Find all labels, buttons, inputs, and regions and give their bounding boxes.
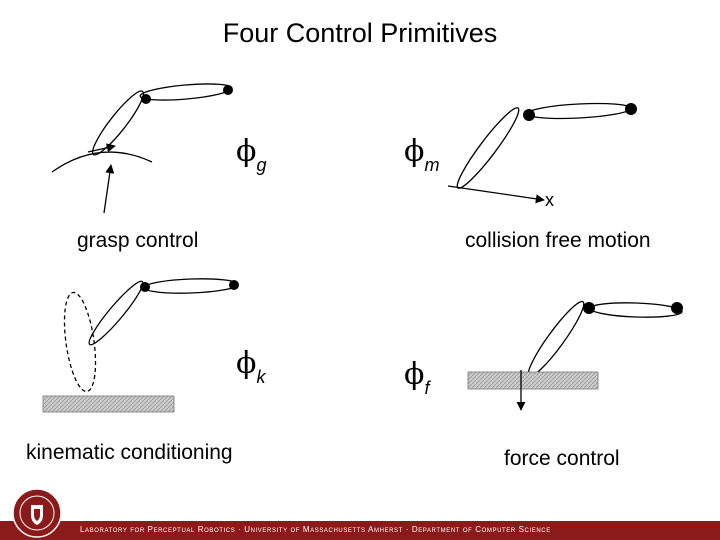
collision-free-motion-figure	[447, 102, 637, 204]
phi-g-symbol: ϕg	[236, 134, 267, 175]
wrist-joint	[671, 302, 683, 314]
kinematic-conditioning-figure	[42, 278, 239, 413]
normal-arrow	[103, 164, 115, 214]
contact-arrow	[87, 143, 116, 153]
phi-f-symbol: ϕf	[404, 357, 430, 398]
elbow-joint	[523, 109, 535, 121]
elbow-joint	[141, 94, 151, 104]
slide-title: Four Control Primitives	[222, 18, 498, 48]
elbow-joint	[140, 282, 150, 292]
footer-text: Laboratory for Perceptual Robotics · Uni…	[80, 525, 551, 534]
upper-arm-link	[88, 280, 144, 346]
footer-bar	[0, 521, 720, 540]
caption-force-control: force control	[504, 447, 620, 470]
forearm-link	[526, 102, 632, 120]
contact-surface	[467, 371, 599, 390]
support-surface	[42, 395, 175, 413]
grasp-control-figure	[51, 83, 233, 214]
axis-label-x: x	[545, 190, 554, 210]
manipulability-ellipse	[63, 291, 97, 393]
phi-k-symbol: ϕk	[236, 346, 266, 387]
upper-arm-link	[91, 90, 145, 156]
forearm-link	[139, 83, 233, 101]
upper-arm-link	[527, 300, 585, 378]
goal-arrow	[447, 185, 545, 204]
wrist-joint	[625, 103, 637, 115]
phi-m-symbol: ϕm	[404, 134, 440, 175]
upper-arm-link	[456, 107, 520, 189]
caption-grasp-control: grasp control	[77, 229, 199, 252]
wrist-joint	[229, 280, 239, 290]
university-seal-icon	[12, 488, 62, 538]
force-control-figure	[467, 300, 683, 411]
caption-kinematic-conditioning: kinematic conditioning	[26, 441, 233, 464]
forearm-link	[143, 278, 239, 294]
object-surface	[51, 151, 153, 173]
caption-collision-free-motion: collision free motion	[465, 229, 651, 252]
elbow-joint	[583, 302, 595, 314]
forearm-link	[589, 302, 683, 318]
wrist-joint	[223, 85, 233, 95]
